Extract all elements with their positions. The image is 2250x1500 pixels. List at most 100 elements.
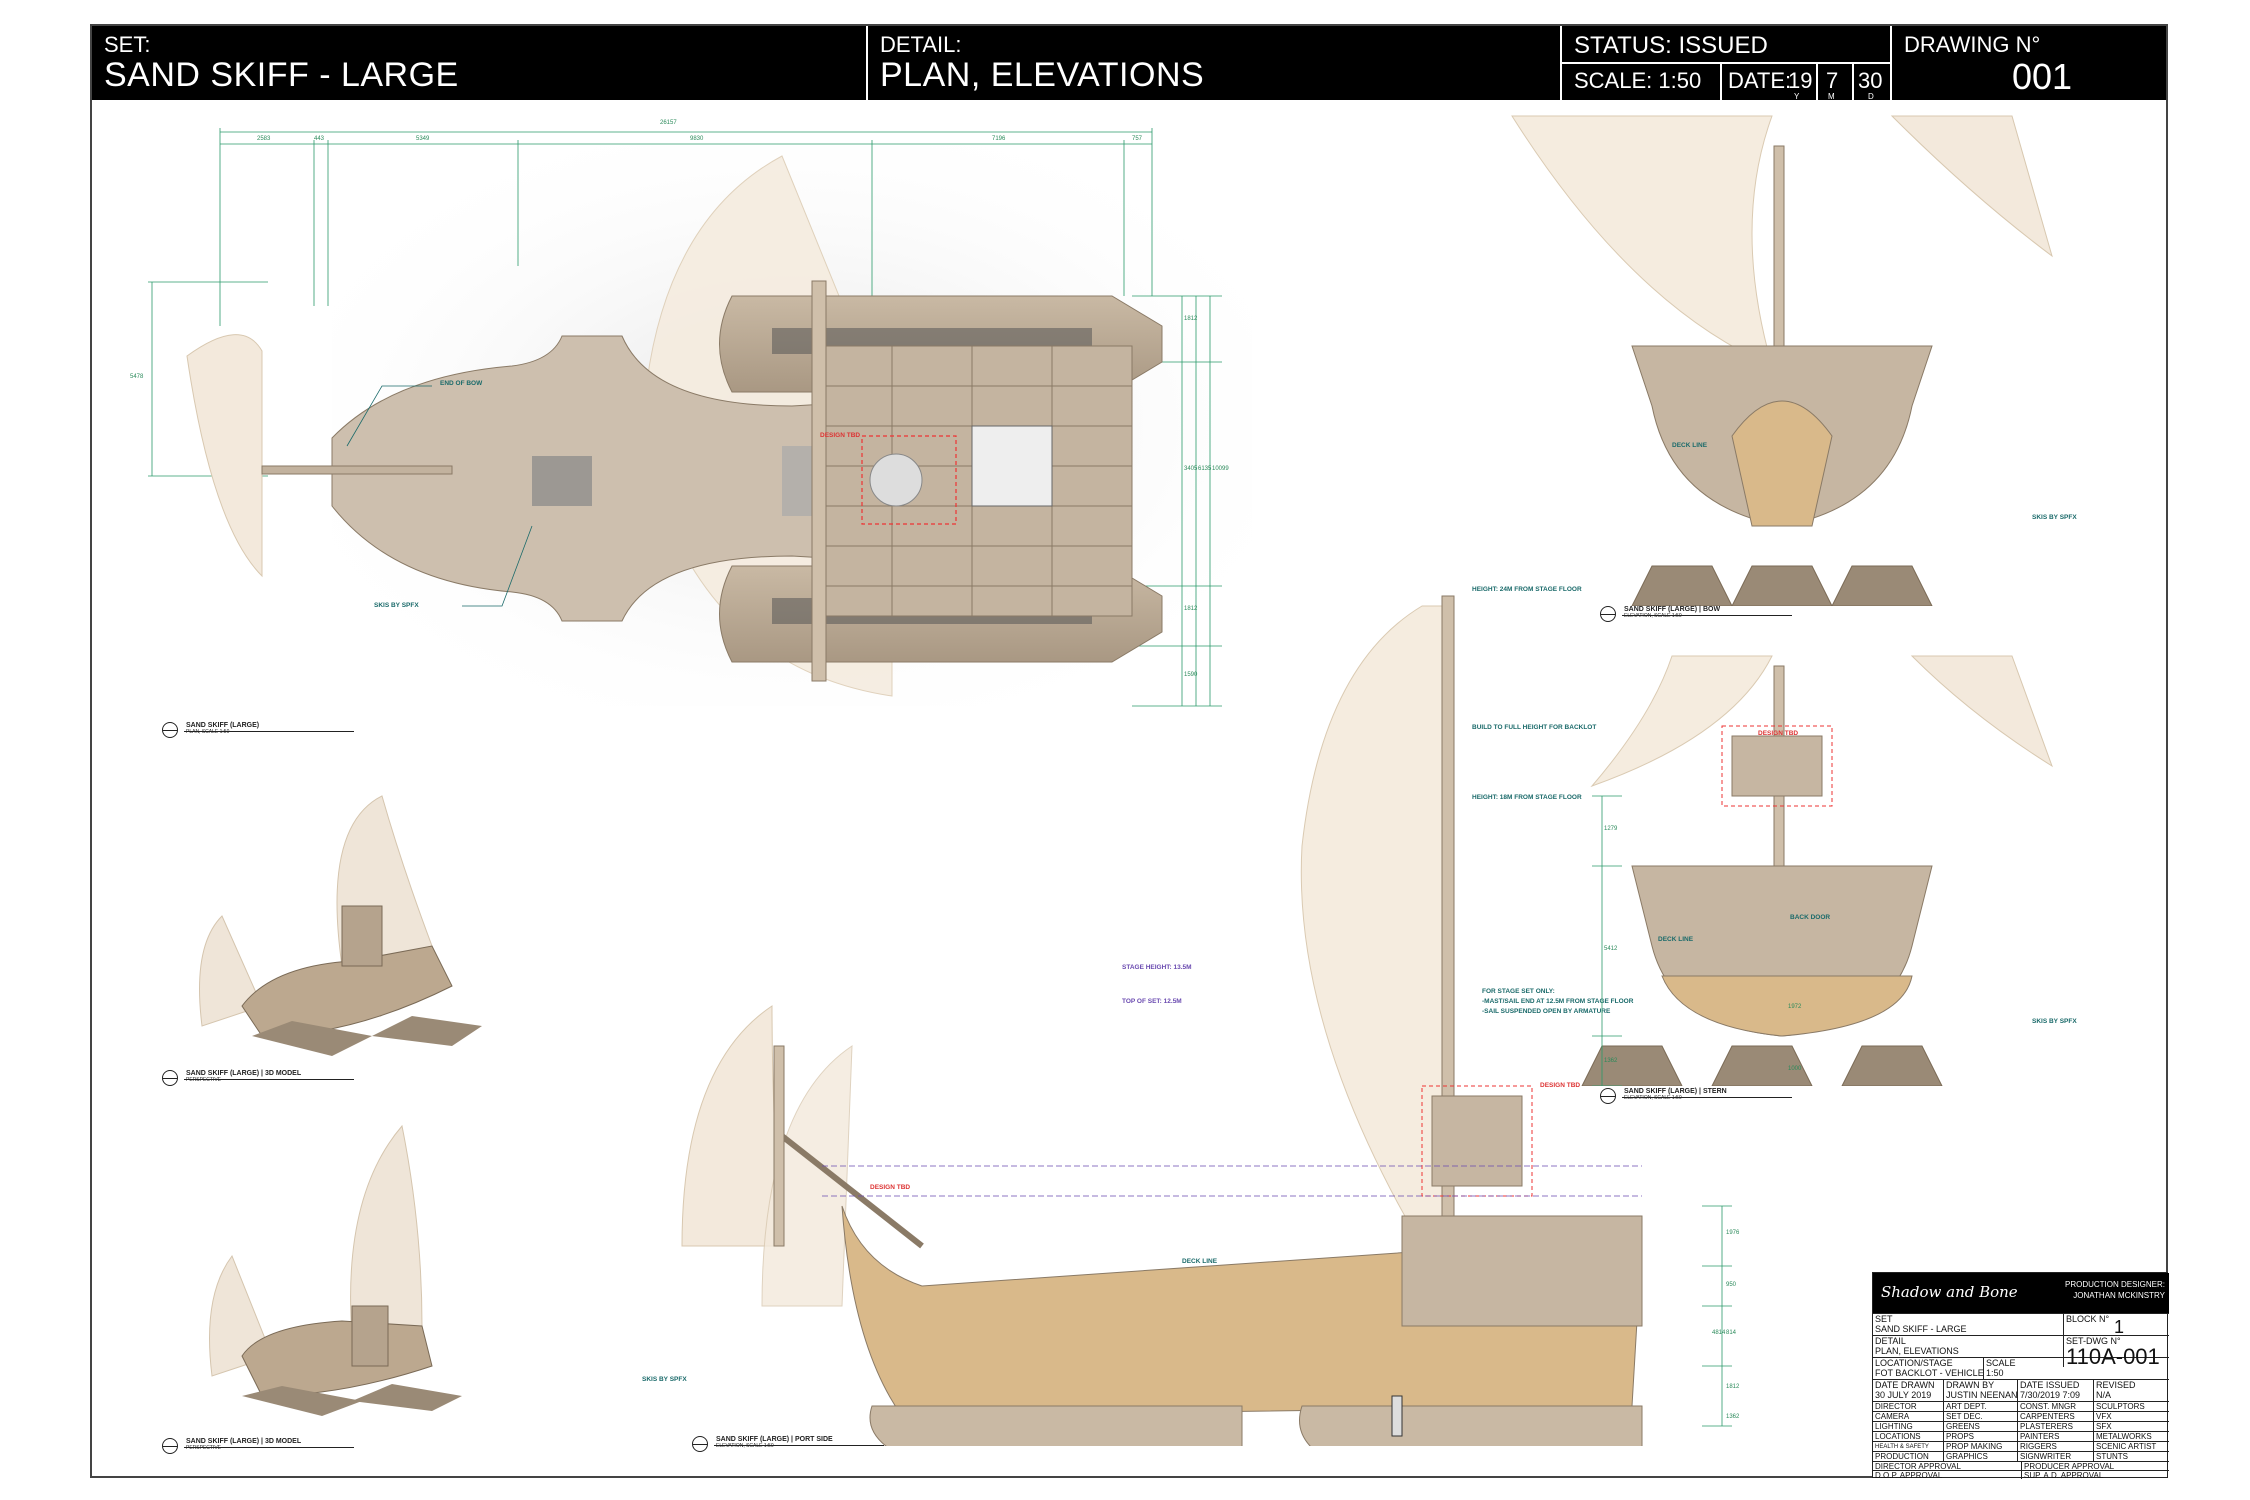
- tb-dept-cell: CAMERA: [1875, 1412, 1910, 1421]
- tb-dept-cell: SFX: [2093, 1422, 2169, 1431]
- tb-dept-cell: PROPS: [1943, 1432, 2017, 1441]
- tb-dept-cell: PRODUCTION: [1875, 1452, 1929, 1461]
- tb-dept-cell: RIGGERS: [2017, 1442, 2093, 1451]
- note-build-full: BUILD TO FULL HEIGHT FOR BACKLOT: [1472, 724, 1597, 731]
- note-design-tbd-port: DESIGN TBD: [1540, 1082, 1581, 1089]
- note-height-18: HEIGHT: 18M FROM STAGE FLOOR: [1472, 794, 1582, 801]
- dim-overall: 26157: [660, 120, 677, 126]
- tb-loc-label: LOCATION/STAGE: [1875, 1358, 1953, 1368]
- tb-dept-cell: LIGHTING: [1875, 1422, 1913, 1431]
- tb-set-value: SAND SKIFF - LARGE: [1875, 1324, 1967, 1334]
- dim-r2: 3405: [1184, 466, 1198, 472]
- dim-p4: 4814: [1712, 1330, 1726, 1336]
- pd-name: JONATHAN MCKINSTRY: [2073, 1291, 2165, 1300]
- tb-dept-cell: LOCATIONS: [1875, 1432, 1921, 1441]
- status-text: STATUS: ISSUED: [1574, 32, 1768, 59]
- tb-director-approval: DIRECTOR APPROVAL: [1875, 1462, 1961, 1470]
- dim-d6: 757: [1132, 136, 1143, 142]
- port-elevation-view: HEIGHT: 24M FROM STAGE FLOOR BUILD TO FU…: [622, 546, 1742, 1446]
- tb-setdwg-value: 110A-001: [2063, 1346, 2169, 1367]
- tb-dept-cell: ART DEPT.: [1943, 1402, 2017, 1411]
- tb-date-drawn-label: DATE DRAWN: [1875, 1380, 1935, 1390]
- view-marker-icon: [162, 1438, 178, 1454]
- tb-dept-cell: DIRECTOR: [1875, 1402, 1917, 1411]
- model2-label-text: SAND SKIFF (LARGE) | 3D MODEL: [186, 1438, 302, 1445]
- set-cell: SET: SAND SKIFF - LARGE: [92, 26, 868, 100]
- dim-d2: 443: [314, 136, 325, 142]
- tb-set-label: SET: [1875, 1314, 1893, 1324]
- title-block-logo: Shadow and Bone PRODUCTION DESIGNER: JON…: [1873, 1273, 2169, 1313]
- note-back-door: BACK DOOR: [1790, 914, 1831, 921]
- tb-date-drawn-value: 30 JULY 2019: [1875, 1390, 1932, 1400]
- drawing-number-cell: DRAWING N° 001: [1892, 26, 2168, 100]
- tb-row-approval-1: DIRECTOR APPROVAL PRODUCER APPROVAL: [1873, 1461, 2169, 1470]
- model-view-1: [152, 766, 532, 1066]
- tb-block-value: 1: [2114, 1317, 2125, 1335]
- note-stage-set-3: -SAIL SUSPENDED OPEN BY ARMATURE: [1482, 1008, 1611, 1015]
- dim-r1: 1812: [1184, 316, 1198, 322]
- set-label: SET:: [104, 32, 151, 57]
- brand-logo: Shadow and Bone: [1881, 1283, 2018, 1301]
- stern-label-sub: ELEVATION, SCALE 1:50: [1624, 1095, 1682, 1101]
- date-divider-1: [1816, 62, 1818, 100]
- model2-label-sub: PERSPECTIVE: [186, 1445, 222, 1451]
- note-height-24: HEIGHT: 24M FROM STAGE FLOOR: [1472, 586, 1582, 593]
- note-stage-height: STAGE HEIGHT: 13.5M: [1122, 964, 1192, 971]
- drawing-number: 001: [2012, 56, 2073, 97]
- status-divider: [1562, 62, 1892, 64]
- note-deck-line-port: DECK LINE: [1182, 1258, 1218, 1265]
- tb-dop-approval: D.O.P. APPROVAL: [1875, 1471, 1943, 1479]
- scale-text: SCALE: 1:50: [1574, 68, 1702, 93]
- date-year-tag: Y: [1794, 92, 1800, 101]
- tb-dept-cell: HEALTH & SAFETY: [1875, 1444, 1929, 1450]
- model-view-2: [152, 1106, 532, 1436]
- tb-dept-cell: SIGNWRITER: [2017, 1452, 2093, 1461]
- tb-dept-cell: GREENS: [1943, 1422, 2017, 1431]
- pd-label: PRODUCTION DESIGNER:: [2064, 1280, 2165, 1289]
- port-label-text: SAND SKIFF (LARGE) | PORT SIDE: [716, 1436, 833, 1443]
- port-label-sub: ELEVATION, SCALE 1:50: [716, 1443, 774, 1449]
- note-deck-line-bow: DECK LINE: [1672, 442, 1708, 449]
- tb-dept-cell: SCENIC ARTIST: [2093, 1442, 2169, 1451]
- tb-dept-cell: PAINTERS: [2017, 1432, 2093, 1441]
- date-day-tag: D: [1868, 92, 1874, 101]
- note-stage-set-2: -MAST/SAIL END AT 12.5M FROM STAGE FLOOR: [1482, 998, 1634, 1005]
- plan-label-sub: PLAN, SCALE 1:50: [186, 729, 230, 735]
- view-marker-icon: [692, 1436, 708, 1452]
- tb-revised-value: N/A: [2096, 1390, 2112, 1400]
- tb-dept-cell: GRAPHICS: [1943, 1452, 2017, 1461]
- date-day: 30: [1858, 68, 1883, 93]
- drawing-sheet: SET: SAND SKIFF - LARGE DETAIL: PLAN, EL…: [90, 24, 2168, 1478]
- tb-scale-value: 1:50: [1986, 1368, 2004, 1378]
- bow-label-sub: ELEVATION, SCALE 1:50: [1624, 613, 1682, 619]
- tb-drawn-by-label: DRAWN BY: [1946, 1380, 1995, 1390]
- date-divider-2: [1852, 62, 1854, 100]
- dim-beam: 5478: [130, 374, 144, 380]
- note-design-tbd-bow: DESIGN TBD: [870, 1184, 911, 1191]
- note-deck-line-stern: DECK LINE: [1658, 936, 1694, 943]
- detail-value: PLAN, ELEVATIONS: [880, 56, 1205, 94]
- note-design-tbd-stern: DESIGN TBD: [1758, 730, 1799, 737]
- stern-elevation-view: DESIGN TBD DECK LINE BACK DOOR SKIS BY S…: [1492, 646, 2132, 1086]
- tb-detail-value: PLAN, ELEVATIONS: [1875, 1346, 1959, 1356]
- dim-r6: 1590: [1184, 672, 1198, 678]
- view-marker-icon: [1600, 606, 1616, 622]
- detail-cell: DETAIL: PLAN, ELEVATIONS: [868, 26, 1562, 100]
- status-cell: STATUS: ISSUED SCALE: 1:50 DATE: 19 Y 7 …: [1562, 26, 1892, 101]
- tb-drawn-by-value: JUSTIN NEENAN: [1946, 1390, 2017, 1400]
- note-top-of-set: TOP OF SET: 12.5M: [1122, 998, 1182, 1005]
- dim-d3: 5349: [416, 136, 430, 142]
- tb-block-label: BLOCK N°: [2066, 1314, 2110, 1324]
- tb-producer-approval: PRODUCER APPROVAL: [2021, 1462, 2169, 1470]
- bow-elevation-view: DECK LINE SKIS BY SPFX: [1492, 106, 2132, 606]
- dim-p3: 814: [1726, 1330, 1737, 1336]
- note-skis-stern: SKIS BY SPFX: [2032, 1018, 2077, 1025]
- dim-r4: 10099: [1212, 466, 1229, 472]
- tb-row-approval-2: D.O.P. APPROVAL SUP. A.D. APPROVAL: [1873, 1470, 2169, 1479]
- bow-label-text: SAND SKIFF (LARGE) | BOW: [1624, 606, 1721, 613]
- dim-p2: 950: [1726, 1282, 1737, 1288]
